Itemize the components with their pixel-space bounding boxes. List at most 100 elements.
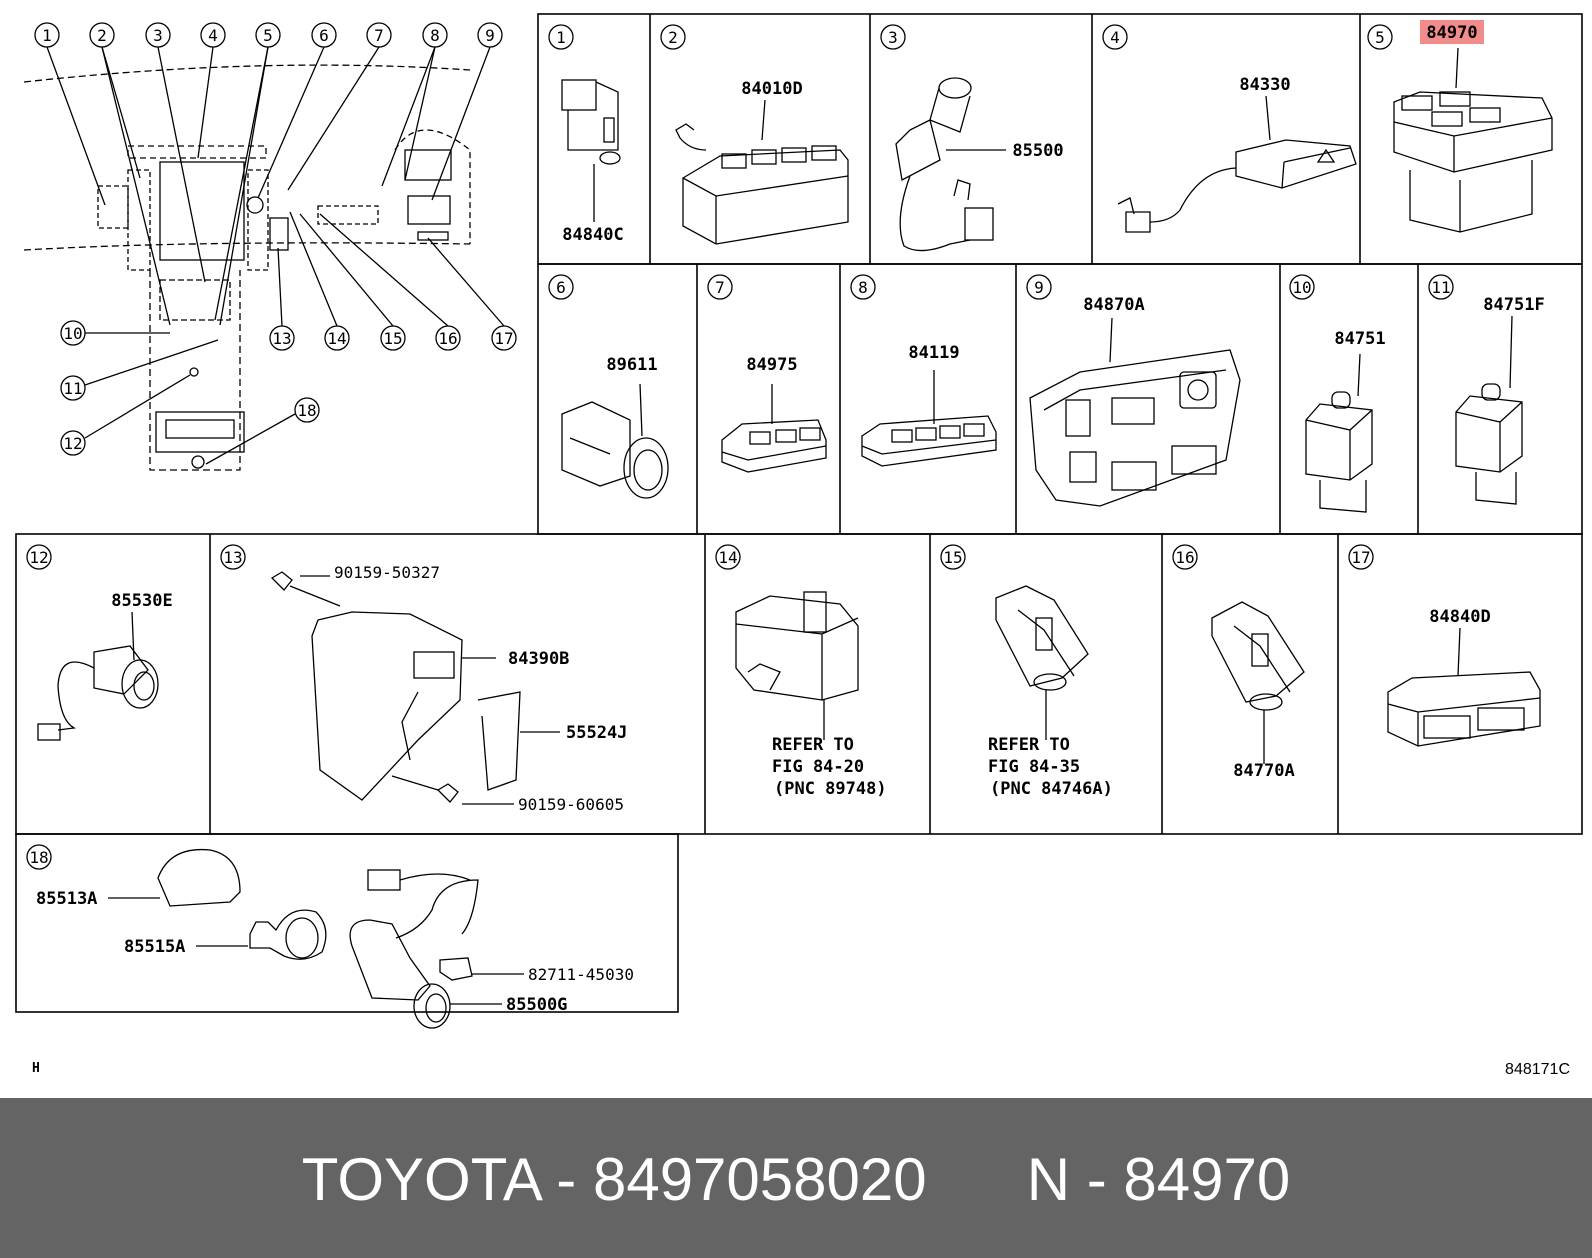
- label-84770a: 84770A: [1233, 761, 1294, 781]
- dashboard-overview: [23, 64, 471, 471]
- label-85515a: 85515A: [124, 937, 185, 957]
- label-84840c: 84840C: [562, 225, 623, 245]
- row2-frame: [537, 263, 1583, 535]
- label-pnc-84746a: (PNC 84746A): [990, 779, 1113, 799]
- overview-callout-15: 15: [383, 329, 402, 348]
- overview-callout-4: 4: [208, 26, 218, 45]
- part-84970-switch: [1393, 47, 1553, 233]
- overview-callout-11: 11: [63, 379, 82, 398]
- part-title: TOYOTA - 8497058020 N - 84970: [0, 1150, 1592, 1210]
- label-refer-to-14: REFER TO: [772, 735, 854, 755]
- part-84840d-switch: [1387, 627, 1541, 747]
- part-number: 8497058020: [592, 1146, 927, 1213]
- part-84975-switch: [721, 384, 827, 473]
- part-labels: 84840C 84010D 85500 84330 84970 89611 84…: [36, 23, 1545, 1015]
- label-fig-84-35: FIG 84-35: [988, 757, 1080, 777]
- cell-5-number: 5: [1375, 28, 1385, 47]
- label-84970: 84970: [1426, 23, 1477, 43]
- overview-callout-8: 8: [430, 26, 440, 45]
- part-84330-switch: [1117, 95, 1357, 233]
- label-90159-50327: 90159-50327: [334, 563, 440, 582]
- cell-15-number: 15: [943, 548, 962, 567]
- cell-2-number: 2: [668, 28, 678, 47]
- overview-callouts-left: 10 11 12 18: [60, 320, 320, 465]
- separator: -: [539, 1146, 593, 1213]
- pnc-label: N: [1026, 1146, 1071, 1213]
- cell-12-number: 12: [29, 548, 48, 567]
- overview-callout-12: 12: [63, 434, 82, 453]
- label-refer-to-15: REFER TO: [988, 735, 1070, 755]
- label-89611: 89611: [606, 355, 657, 375]
- label-84870a: 84870A: [1083, 295, 1144, 315]
- part-84390b-panel: [270, 571, 560, 805]
- overview-callout-9: 9: [485, 26, 495, 45]
- label-85500g: 85500G: [506, 995, 567, 1015]
- part-banner: TOYOTA - 8497058020 N - 84970: [0, 1098, 1592, 1258]
- part-ref-84746a: [995, 585, 1089, 740]
- cell-9-number: 9: [1034, 278, 1044, 297]
- part-ref-89748: [735, 591, 859, 740]
- label-90159-60605: 90159-60605: [518, 795, 624, 814]
- diagram-code: 848171C: [1505, 1061, 1570, 1078]
- label-82711-45030: 82711-45030: [528, 965, 634, 984]
- cell-6-number: 6: [556, 278, 566, 297]
- overview-callout-17: 17: [494, 329, 513, 348]
- diagram-svg: 1 2 3 4 5 6 7 8 9 13 14 15 16 17: [15, 13, 1583, 1078]
- overview-callout-7: 7: [374, 26, 384, 45]
- cell-18-number: 18: [29, 848, 48, 867]
- corner-code-left: H: [32, 1061, 40, 1076]
- part-84010d-switch-assembly: [675, 99, 849, 245]
- label-84751: 84751: [1334, 329, 1385, 349]
- part-84751f-switch: [1455, 315, 1523, 505]
- part-85500g-socket-set: [108, 848, 524, 1029]
- overview-callout-18: 18: [297, 401, 316, 420]
- label-fig-84-20: FIG 84-20: [772, 757, 864, 777]
- label-84840d: 84840D: [1429, 607, 1490, 627]
- label-84975: 84975: [746, 355, 797, 375]
- label-85530e: 85530E: [111, 591, 172, 611]
- label-55524j: 55524J: [566, 723, 627, 743]
- part-85500-socket: [895, 77, 1006, 252]
- overview-callouts-top: 1 2 3 4 5 6 7 8 9: [34, 22, 503, 326]
- part-84840c-switch: [561, 79, 621, 222]
- label-85500: 85500: [1012, 141, 1063, 161]
- highlight-84970: [1420, 20, 1484, 44]
- label-84390b: 84390B: [508, 649, 569, 669]
- label-pnc-89748: (PNC 89748): [774, 779, 887, 799]
- overview-callout-16: 16: [438, 329, 457, 348]
- overview-callout-3: 3: [153, 26, 163, 45]
- spacer: [927, 1146, 1027, 1213]
- label-84119: 84119: [908, 343, 959, 363]
- label-84010d: 84010D: [741, 79, 802, 99]
- label-85513a: 85513A: [36, 889, 97, 909]
- overview-callout-6: 6: [319, 26, 329, 45]
- label-84751f: 84751F: [1483, 295, 1544, 315]
- cell-8-number: 8: [858, 278, 868, 297]
- cell-10-number: 10: [1292, 278, 1311, 297]
- cell-16-number: 16: [1175, 548, 1194, 567]
- row3-frame: [15, 533, 1583, 835]
- cell-14-number: 14: [718, 548, 737, 567]
- overview-callout-5: 5: [263, 26, 273, 45]
- cell-11-number: 11: [1431, 278, 1450, 297]
- part-84870a-switch-panel: [1029, 317, 1241, 507]
- overview-callouts-right: 13 14 15 16 17: [269, 211, 517, 351]
- overview-callout-2: 2: [97, 26, 107, 45]
- overview-callout-1: 1: [42, 26, 52, 45]
- parts-diagram: 1 2 3 4 5 6 7 8 9 13 14 15 16 17: [15, 13, 1583, 1078]
- overview-callout-14: 14: [327, 329, 346, 348]
- overview-callout-13: 13: [272, 329, 291, 348]
- part-89611-start-button: [561, 383, 669, 499]
- overview-callout-10: 10: [63, 324, 82, 343]
- brand-name: TOYOTA: [301, 1146, 540, 1213]
- cell-17-number: 17: [1351, 548, 1370, 567]
- row1-frame: [537, 13, 1583, 265]
- cell-4-number: 4: [1110, 28, 1120, 47]
- separator: -: [1070, 1146, 1124, 1213]
- cell-7-number: 7: [715, 278, 725, 297]
- part-84119-switch: [861, 370, 997, 467]
- part-85530e-socket: [37, 611, 159, 741]
- part-84770a-switch: [1211, 601, 1305, 764]
- part-84751-switch: [1305, 353, 1373, 513]
- label-84330: 84330: [1239, 75, 1290, 95]
